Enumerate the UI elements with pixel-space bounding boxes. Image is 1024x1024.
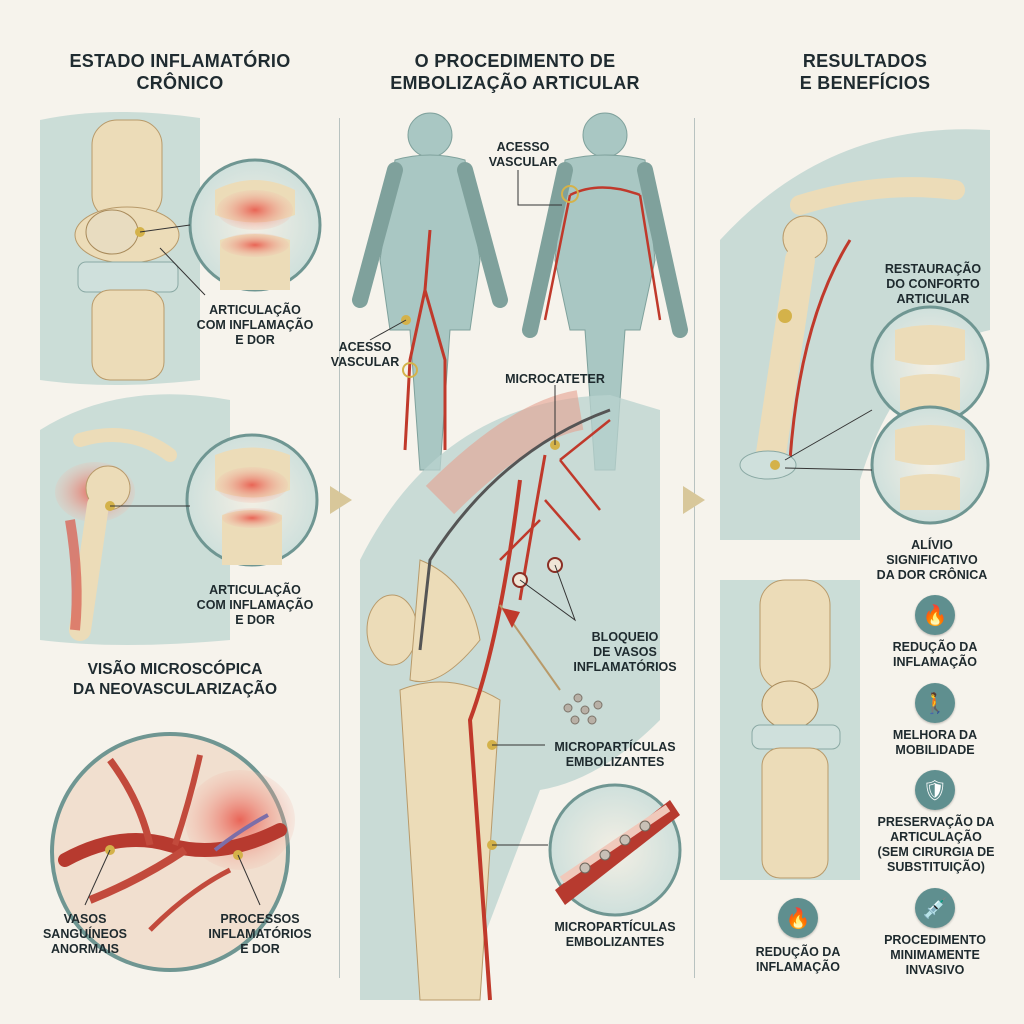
benefit-inflammation-label-2: REDUÇÃO DA INFLAMAÇÃO — [755, 945, 841, 974]
abnormal-vessels-label: VASOS SANGUÍNEOS ANORMAIS — [42, 912, 128, 956]
flame-icon: 🔥 — [778, 898, 818, 938]
vessel-zoom-circle — [548, 783, 682, 917]
joint-comfort-label: RESTAURAÇÃO DO CONFORTO ARTICULAR — [884, 262, 982, 306]
arrow-to-procedure — [330, 486, 352, 514]
comfort-zoom-circle-bottom — [784, 405, 990, 525]
arrow-to-results — [683, 486, 705, 514]
microscopic-view-title: VISÃO MICROSCÓPICA DA NEOVASCULARIZAÇÃO — [72, 661, 278, 698]
microcatheter-label: MICROCATETER — [505, 372, 605, 386]
right-knee-illustration — [720, 579, 860, 880]
shoulder-inflammation-label: ARTICULAÇÃO COM INFLAMAÇÃO E DOR — [196, 583, 314, 627]
microscopic-circle — [50, 732, 295, 972]
walking-icon: 🚶 — [915, 683, 955, 723]
benefit-preservation-label: PRESERVAÇÃO DA ARTICULAÇÃO (SEM CIRURGIA… — [877, 815, 995, 874]
vessel-block-label: BLOQUEIO DE VASOS INFLAMATÓRIOS — [573, 630, 677, 674]
column-title-inflammatory-state: ESTADO INFLAMATÓRIO CRÔNICO — [69, 51, 291, 93]
divider-left — [339, 118, 340, 978]
pain-relief-label: ALÍVIO SIGNIFICATIVO DA DOR CRÔNICA — [876, 538, 988, 582]
knee-inflammation-label: ARTICULAÇÃO COM INFLAMAÇÃO E DOR — [196, 303, 314, 347]
embolic-particles-label-2: MICROPARTÍCULAS EMBOLIZANTES — [554, 920, 676, 949]
shield-joint-icon: 🛡 — [915, 770, 955, 810]
embolic-particles-label-1: MICROPARTÍCULAS EMBOLIZANTES — [554, 740, 676, 769]
procedure-knee-illustration — [360, 385, 660, 1001]
column-title-results: RESULTADOS E BENEFÍCIOS — [799, 51, 931, 93]
left-shoulder-illustration — [40, 394, 230, 645]
left-knee-illustration — [40, 111, 200, 385]
vascular-access-label-front: ACESSO VASCULAR — [330, 340, 400, 369]
benefit-inflammation-label: REDUÇÃO DA INFLAMAÇÃO — [892, 640, 978, 669]
shoulder-zoom-circle — [110, 433, 319, 567]
comfort-zoom-circle-top — [870, 305, 990, 425]
microcatheter-line — [418, 408, 611, 651]
divider-right — [694, 118, 695, 978]
benefit-mobility-label: MELHORA DA MOBILIDADE — [892, 728, 978, 757]
column-title-procedure: O PROCEDIMENTO DE EMBOLIZAÇÃO ARTICULAR — [390, 51, 640, 93]
flame-icon: 🔥 — [915, 595, 955, 635]
knee-zoom-circle — [139, 158, 322, 296]
inflammatory-processes-label: PROCESSOS INFLAMATÓRIOS E DOR — [208, 912, 312, 956]
vascular-access-label-side: ACESSO VASCULAR — [488, 140, 558, 169]
right-arm-illustration — [720, 129, 990, 540]
front-artery — [403, 229, 447, 451]
syringe-icon: 💉 — [915, 888, 955, 928]
benefit-minimally-invasive-label: PROCEDIMENTO MINIMAMENTE INVASIVO — [884, 933, 986, 977]
